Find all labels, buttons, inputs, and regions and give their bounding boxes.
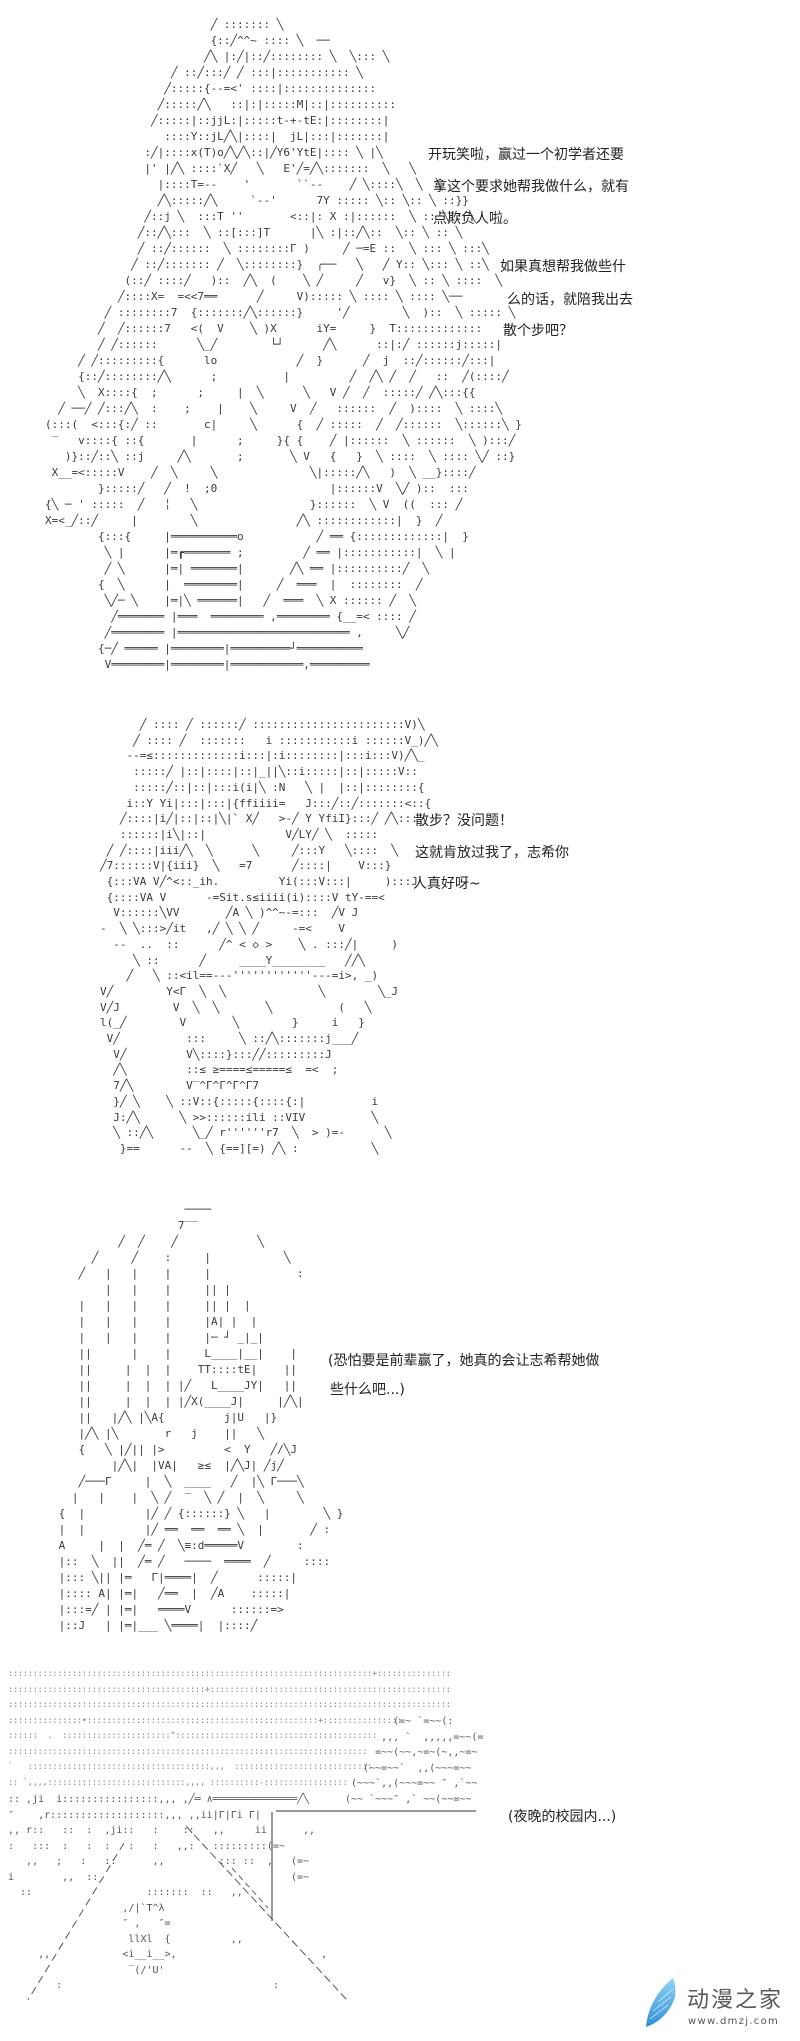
- narration-line: (夜晚的校园内...): [508, 1809, 617, 1825]
- dialogue-line: (恐怕要是前辈赢了，她真的会让志希帮她做: [328, 1353, 600, 1369]
- ascii-art-campus-ground: :: ,ji i::::::::::::::::,,, ,╱═ ∧═══════…: [8, 1794, 328, 1991]
- dialogue-line: 拿这个要求她帮我做什么，就有: [433, 179, 629, 195]
- dialogue-line: 开玩笑啦，赢过一个初学者还要: [428, 147, 624, 163]
- dialogue-line: 人真好呀~: [413, 876, 481, 892]
- dialogue-line: 点欺负人啦。: [433, 211, 517, 227]
- brand-url: www.dmzj.com: [688, 2016, 780, 2027]
- dialogue-line: 散步？没问题！: [415, 813, 513, 829]
- dialogue-line: 这就肯放过我了，志希你: [415, 845, 569, 861]
- path-left-edge-line: [27, 1842, 125, 2001]
- path-inner-edge-line: [231, 1867, 269, 1909]
- dialogue-line: 些什么吧...): [330, 1382, 405, 1398]
- dialogue-line: 么的话，就陪我出去: [507, 292, 633, 308]
- dialogue-line: 散个步吧？: [503, 323, 573, 339]
- ascii-art-treeline: (=~ `=~~(: ,,, ` ,,,,,=~~(= =~~(~~,~=~(~…: [345, 1716, 484, 1805]
- brand-name: 动漫之家: [687, 1988, 784, 2013]
- ascii-art-boy-shadowed: ──── 7‾‾ ╱ ╱ ╱ ╲ ╱ ╱ : | ╲ ╱ | | | | : |…: [58, 1203, 344, 1632]
- ascii-art-girl-smiling: ╱ :::: ╱ ::::::╱ :::::::::::::::::::::::…: [100, 718, 438, 1155]
- ascii-art-night-sky: ::::::::::::::::::::::::::::::::::::::::…: [8, 1669, 451, 1788]
- ascii-art-girl-long-hair: ╱ ::::::: ╲ {::╱^^~ :::: ╲ ── ╱╲ |:╱|::╱…: [45, 18, 522, 671]
- scene-outline-strokes: [27, 1810, 476, 2001]
- dialogue-line: 如果真想帮我做些什: [500, 259, 626, 275]
- path-right-edge-line: [185, 1825, 348, 2001]
- wing-logo-icon: [646, 1978, 676, 2027]
